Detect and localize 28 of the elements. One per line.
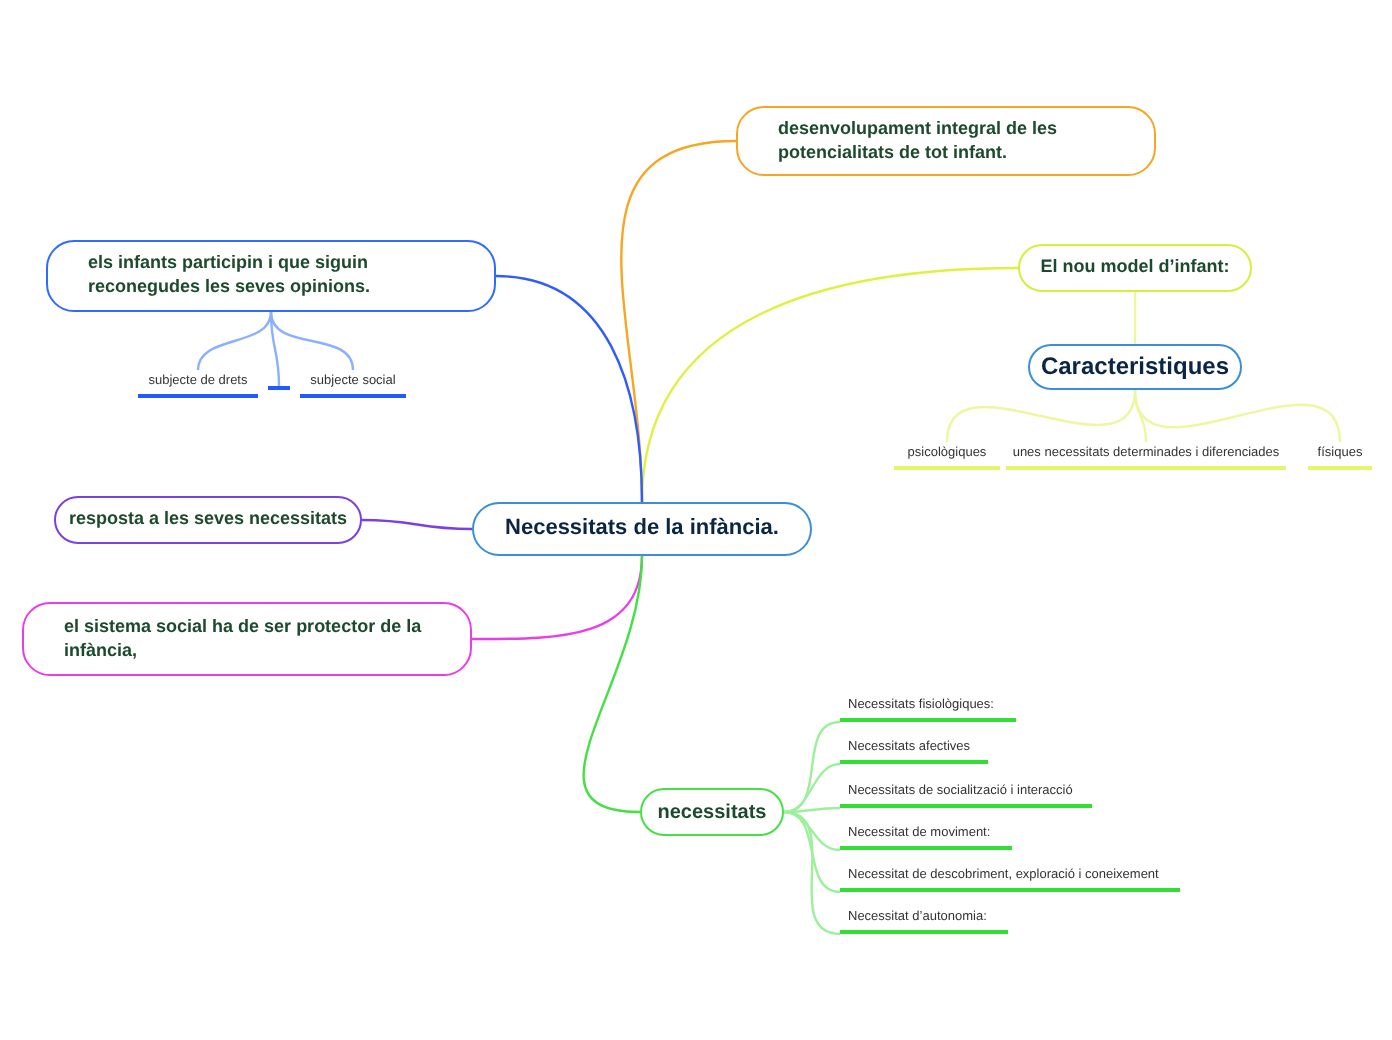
topic-pill [640,788,784,836]
topic-text: necessitats [657,799,767,825]
topic-text: El nou model d’infant: [1040,256,1230,280]
connector-line [196,311,273,371]
topic-text: resposta a les seves necessitats [68,508,348,532]
topic-pill [472,502,812,556]
topic-text: Necessitats de la infància. [505,514,779,544]
connector-line [945,389,1137,443]
topic-text: Caracteristiques [1040,351,1230,383]
connector-line [1133,292,1137,344]
topic-pill [46,240,496,312]
topic-pill [54,496,362,544]
topic-pill [22,602,472,676]
topic-pill [1018,244,1252,292]
connector-line [783,810,841,936]
connector-line [783,810,841,894]
topic-pill [736,106,1156,176]
connector-line [783,762,841,814]
topic-text: desenvolupament integral de les potencialitats de tot infant. [778,117,1060,165]
connector-line [582,555,644,814]
topic-text: el sistema social ha de ser protector de la infància, [64,615,424,663]
connector-line [1133,389,1342,443]
connector-line [269,311,355,371]
topic-text: els infants participin i que siguin reconegudes les seves opinions. [88,252,373,300]
underline-bar [268,386,290,390]
connector-line [495,274,644,503]
connector-line [362,518,472,531]
topic-pill [1028,344,1242,390]
